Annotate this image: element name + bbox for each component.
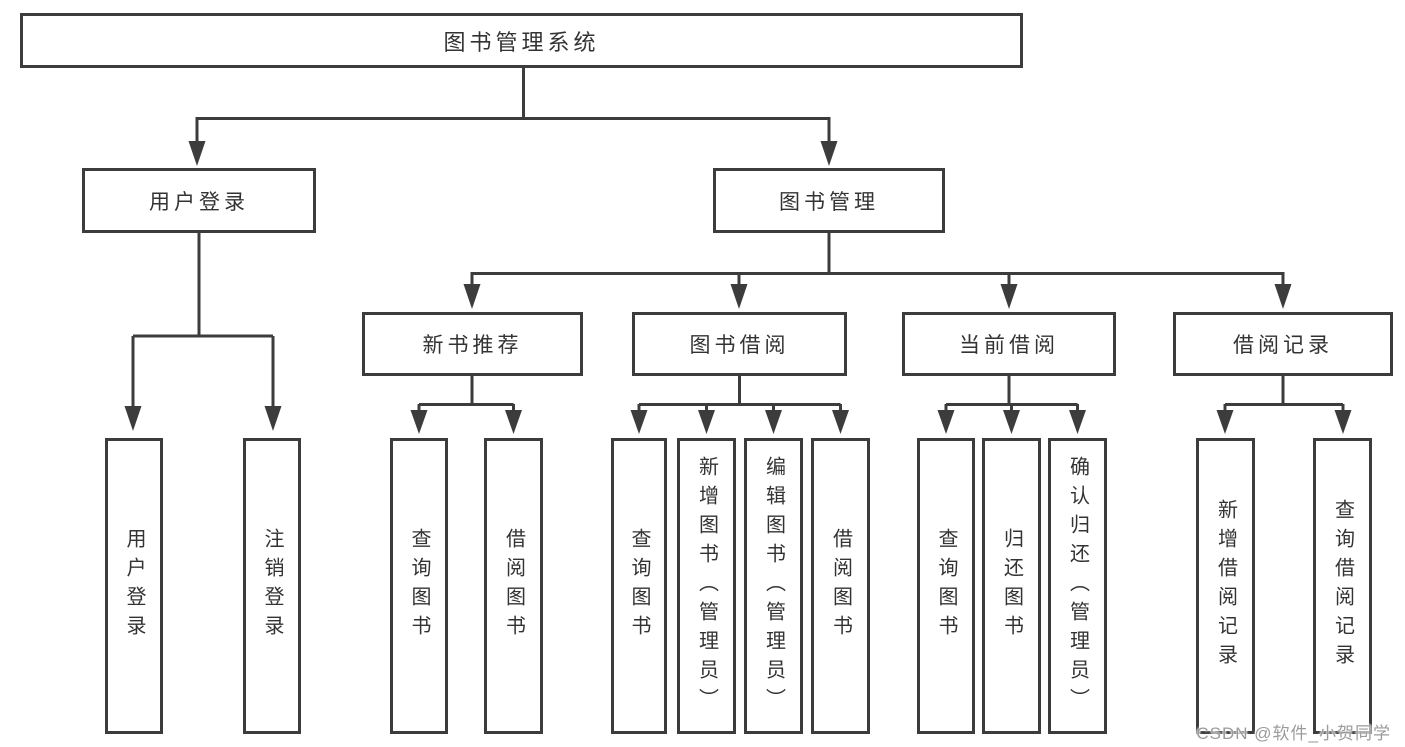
leaf-borrow-books: 借阅图书 <box>811 438 870 734</box>
node-current-borrowing: 当前借阅 <box>902 312 1116 376</box>
node-new-book-recommend: 新书推荐 <box>362 312 583 376</box>
node-label: 用户登录 <box>123 528 145 644</box>
leaf-return-books: 归还图书 <box>982 438 1041 734</box>
node-label: 当前借阅 <box>959 334 1059 357</box>
node-borrowing-records: 借阅记录 <box>1173 312 1393 376</box>
node-library-management-system: 图书管理系统 <box>20 13 1023 68</box>
leaf-add-books-admin: 新增图书（管理员） <box>677 438 736 734</box>
leaf-query-books-borrow: 查询图书 <box>611 438 667 734</box>
leaf-query-books-current: 查询图书 <box>917 438 975 734</box>
node-label: 归还图书 <box>1000 528 1023 644</box>
leaf-query-borrow-record: 查询借阅记录 <box>1313 438 1372 734</box>
leaf-add-borrow-record: 新增借阅记录 <box>1196 438 1255 734</box>
connector-root-to-level2 <box>188 68 838 166</box>
connector-borrowing-records-to-leaves <box>1216 375 1352 434</box>
leaf-edit-books-admin: 编辑图书（管理员） <box>744 438 803 734</box>
csdn-watermark: CSDN @软件_小贺同学 <box>1196 724 1391 743</box>
leaf-confirm-return-admin: 确认归还（管理员） <box>1048 438 1107 734</box>
node-label: 新增图书（管理员） <box>695 455 718 717</box>
connector-book-borrowing-to-leaves <box>630 375 849 434</box>
node-label: 图书管理系统 <box>443 29 600 55</box>
node-label: 新书推荐 <box>422 334 523 357</box>
node-label: 借阅记录 <box>1233 334 1333 357</box>
connector-book-management-to-level3 <box>463 233 1292 309</box>
node-book-borrowing: 图书借阅 <box>632 312 847 376</box>
node-label: 图书借阅 <box>689 334 790 357</box>
node-label: 查询借阅记录 <box>1331 499 1354 673</box>
node-label: 编辑图书（管理员） <box>762 455 785 717</box>
leaf-user-login: 用户登录 <box>105 438 163 734</box>
node-label: 确认归还（管理员） <box>1066 455 1089 717</box>
node-book-management: 图书管理 <box>713 168 945 233</box>
connector-new-book-recommend-to-leaves <box>410 375 522 434</box>
node-label: 查询图书 <box>935 528 957 644</box>
node-label: 查询图书 <box>408 528 430 644</box>
leaf-query-books-recommend: 查询图书 <box>390 438 448 734</box>
node-label: 注销登录 <box>261 528 283 644</box>
node-label: 用户登录 <box>149 190 249 214</box>
node-label: 借阅图书 <box>502 528 525 644</box>
connector-current-borrowing-to-leaves <box>937 375 1086 434</box>
node-label: 查询图书 <box>628 528 650 644</box>
node-label: 图书管理 <box>779 190 879 214</box>
node-user-login: 用户登录 <box>82 168 316 233</box>
node-label: 新增借阅记录 <box>1214 499 1237 673</box>
leaf-borrow-books-recommend: 借阅图书 <box>484 438 543 734</box>
node-label: 借阅图书 <box>829 528 852 644</box>
leaf-logout-login: 注销登录 <box>243 438 301 734</box>
connector-user-login-to-leaves <box>124 233 282 431</box>
